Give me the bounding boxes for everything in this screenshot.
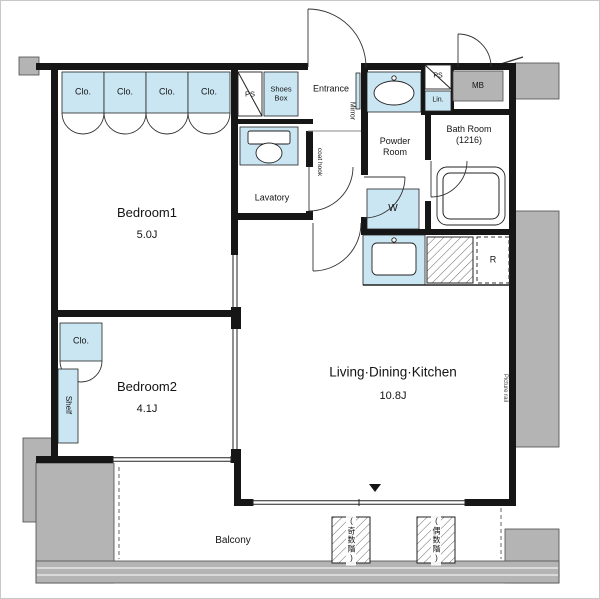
even-floors-label: (偶数階): [431, 514, 441, 566]
ldk-door: [312, 222, 362, 272]
top-right-block: [514, 62, 560, 100]
refrigerator-label: R: [489, 254, 497, 265]
toilet: [239, 126, 299, 166]
pipe-space-top: [237, 71, 263, 117]
powder-sink: [366, 71, 422, 113]
washer-label: W: [388, 202, 398, 214]
mirror-label: Mirror: [348, 101, 356, 121]
bath-door: [430, 160, 468, 198]
triangle-marker: [369, 484, 381, 492]
entrance-label: Entrance: [312, 83, 350, 94]
balcony-details: [118, 467, 502, 564]
bedroom1-size: 5.0J: [136, 229, 158, 242]
closet-label-2: Clo.: [116, 86, 134, 97]
corridor-door: [457, 33, 492, 68]
shelf-label: Shelf: [64, 395, 73, 415]
pipe-space-right: [424, 64, 452, 90]
closet-label-5: Clo.: [72, 335, 90, 346]
ldk-size: 10.8J: [379, 390, 407, 403]
kitchen-sink: [371, 242, 417, 276]
coat-hook-label: coat hook: [316, 147, 324, 177]
bathtub: [436, 166, 506, 226]
bedroom2-size: 4.1J: [136, 403, 158, 416]
closet-label-4: Clo.: [200, 86, 218, 97]
powder-room-door: [363, 176, 406, 219]
balcony-label: Balcony: [215, 534, 251, 546]
sliding-doors: [232, 255, 238, 449]
ldk-window: [252, 499, 466, 506]
lavatory-label: Lavatory: [254, 192, 290, 203]
bedroom2-closet: [59, 322, 103, 383]
bedroom2-name: Bedroom2: [117, 378, 177, 394]
closet-label-3: Clo.: [158, 86, 176, 97]
kitchen-counter: [362, 234, 510, 286]
pipe-space-top-label: PS: [244, 89, 256, 99]
shoes-box-label: Shoes Box: [270, 84, 292, 103]
pipe-space-right-label: PS: [433, 72, 443, 80]
odd-floors-label: (奇数階): [346, 514, 356, 566]
bedroom1-name: Bedroom1: [117, 204, 177, 220]
linen-shelf: [424, 90, 452, 112]
shoes-box: [263, 71, 299, 117]
powder-room-label: Powder Room: [379, 135, 411, 157]
lavatory-door: [308, 166, 354, 212]
meter-box: [452, 70, 504, 102]
kitchen-faucet: [391, 237, 397, 243]
bath-room-label: Bath Room (1216): [446, 123, 492, 145]
right-side-block: [512, 210, 560, 448]
meter-box-label: MB: [472, 81, 484, 90]
closet-label-1: Clo.: [74, 86, 92, 97]
linen-label: Lin.: [432, 96, 444, 104]
shelf-unit: [57, 368, 79, 444]
washer-space: [366, 188, 420, 230]
picture-rail-label: Picture rail: [501, 373, 508, 403]
refrigerator-space: [476, 236, 510, 284]
fixtures: [57, 64, 510, 444]
windows: [112, 456, 466, 506]
balcony-edge-strip: [35, 560, 560, 584]
bedroom1-closets: [61, 71, 231, 135]
bedroom2-window: [112, 456, 232, 463]
mirror-strip: [355, 72, 361, 110]
ldk-name: Living·Dining·Kitchen: [329, 364, 457, 380]
doors: [307, 8, 492, 272]
entrance-door: [307, 8, 367, 68]
common-area-concrete: [18, 56, 560, 584]
